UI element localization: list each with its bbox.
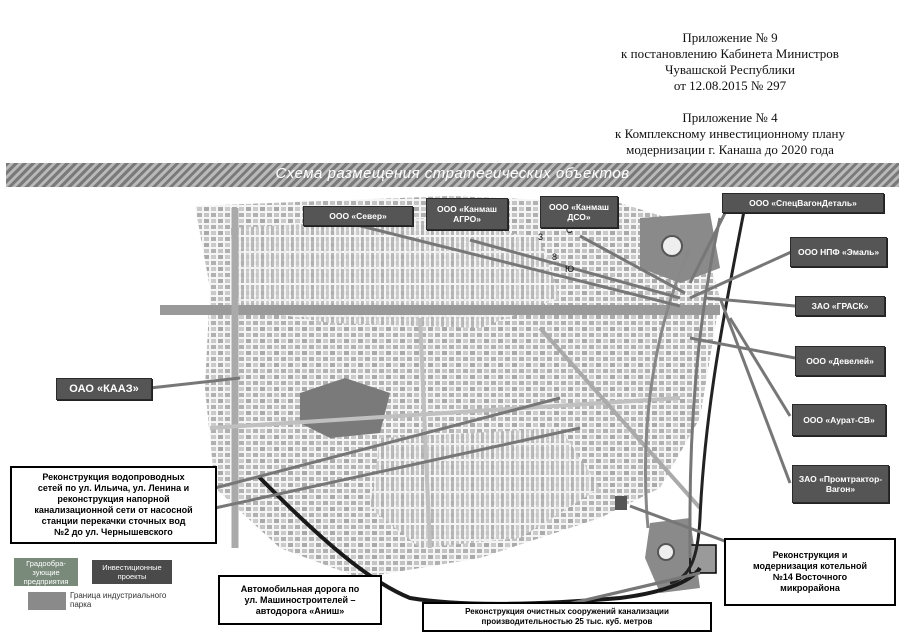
company-tag-npf-emal: ООО НПФ «Эмаль»	[790, 237, 887, 267]
project-sewage: Реконструкция очистных сооружений канали…	[422, 602, 712, 632]
park-zone	[300, 378, 390, 438]
title-banner: Схема размещения стратегических объектов	[6, 163, 899, 187]
appendix-9-line: от 12.08.2015 № 297	[673, 78, 787, 93]
legend-swatch-park-boundary	[28, 592, 66, 610]
legend-swatch-investment	[92, 560, 172, 584]
legend-label-park-boundary: Граница индустриального парка	[70, 591, 167, 609]
appendix-9-line: к постановлению Кабинета Министров	[621, 46, 839, 61]
map-label: 8	[552, 252, 557, 262]
company-tag-kaaz: ОАО «КААЗ»	[56, 378, 152, 400]
leader-lines	[149, 202, 801, 608]
tank	[657, 543, 675, 561]
road	[209, 396, 681, 430]
appendix-4-line: к Комплексному инвестиционному плану	[615, 126, 845, 141]
company-tag-grask: ЗАО «ГРАСК»	[795, 296, 885, 316]
appendix-4-line: Приложение № 4	[682, 110, 778, 125]
urban-area-south	[370, 428, 600, 548]
tank	[661, 235, 683, 257]
company-tag-avrora: ООО «Аурат-СВ»	[792, 404, 886, 436]
company-tag-promtraktor: ЗАО «Промтрактор-Вагон»	[792, 465, 889, 503]
project-water-networks: Реконструкция водопроводных сетей по ул.…	[10, 466, 217, 544]
city-map: 3 С Ю 8	[149, 196, 801, 608]
road	[538, 326, 702, 510]
banner-title: Схема размещения стратегических объектов	[275, 165, 630, 182]
company-tag-sever: ООО «Север»	[303, 206, 413, 226]
project-boiler: Реконструкция и модернизация котельной №…	[724, 538, 896, 606]
railway	[688, 217, 722, 558]
company-tag-kanmash-agro: ООО «Канмаш АГРО»	[426, 198, 508, 230]
legend-swatch-town-forming	[14, 558, 78, 586]
legend-label-town-forming: Градообра- зующие предприятия	[23, 559, 69, 586]
facility-site	[615, 496, 627, 510]
appendix-9-line: Чувашской Республики	[664, 62, 796, 77]
railway	[643, 247, 692, 529]
map-label: 3	[538, 232, 543, 242]
appendix-4-block: Приложение № 4 к Комплексному инвестицио…	[560, 110, 900, 158]
appendix-9-line: Приложение № 9	[682, 30, 778, 45]
urban-area-north	[230, 218, 560, 328]
map-label: С	[566, 225, 573, 235]
appendix-4-line: модернизации г. Канаша до 2020 года	[626, 142, 834, 157]
legend-label-investment: Инвестиционные проекты	[102, 563, 162, 581]
project-road: Автомобильная дорога по ул. Машиностроит…	[218, 575, 382, 625]
company-tag-kanmash-dso: ООО «Канмаш ДСО»	[540, 196, 618, 228]
company-tag-develey: ООО «Девелей»	[795, 346, 885, 376]
company-tag-specvagon: ООО «СпецВагонДеталь»	[722, 193, 884, 213]
map-label: Ю	[565, 264, 574, 274]
appendix-9-block: Приложение № 9 к постановлению Кабинета …	[560, 30, 900, 94]
